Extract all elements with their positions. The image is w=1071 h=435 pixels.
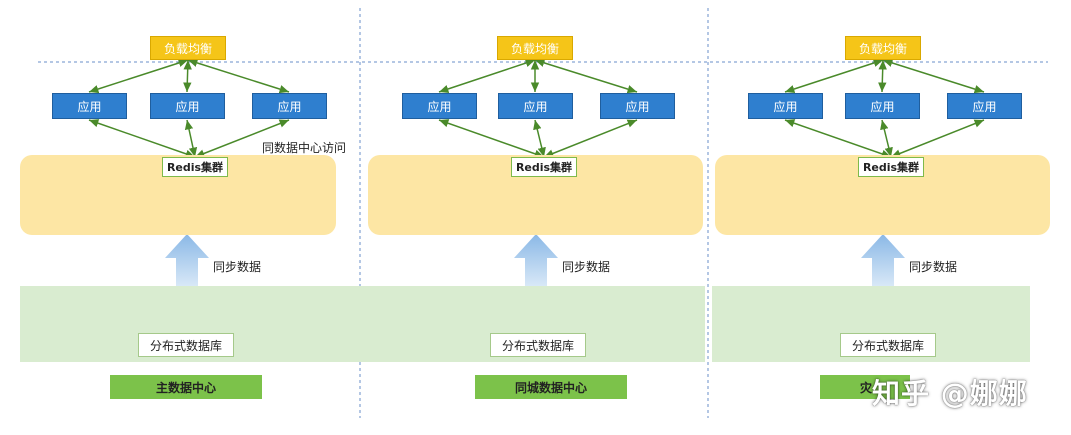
- sync-data-label: 同步数据: [562, 260, 611, 274]
- arrow-lb-to-app-3: [882, 58, 985, 94]
- sync-arrow-icon: [861, 234, 905, 298]
- app-server-box-2: 应用: [498, 93, 573, 119]
- load-balancer-box: 负载均衡: [497, 36, 573, 60]
- arrow-lb-to-app-1: [88, 58, 189, 94]
- arrow-app-to-redis-2: [533, 119, 546, 158]
- datacenter-name-label: 主数据中心: [110, 375, 262, 399]
- app-server-box-2: 应用: [845, 93, 920, 119]
- app-server-box-1: 应用: [52, 93, 127, 119]
- arrow-lb-to-app-2: [183, 59, 192, 93]
- app-server-box-1: 应用: [748, 93, 823, 119]
- distributed-database-label: 分布式数据库: [840, 333, 936, 357]
- arrow-app-to-redis-1: [438, 119, 545, 158]
- app-server-box-3: 应用: [252, 93, 327, 119]
- arrow-app-to-redis-3: [890, 119, 985, 158]
- same-datacenter-access-label: 同数据中心访问: [262, 141, 347, 155]
- app-server-box-2: 应用: [150, 93, 225, 119]
- load-balancer-box: 负载均衡: [845, 36, 921, 60]
- redis-cluster-label: Redis集群: [511, 157, 577, 177]
- arrow-app-to-redis-2: [184, 119, 198, 158]
- arrow-app-to-redis-1: [784, 119, 892, 158]
- app-server-box-3: 应用: [600, 93, 675, 119]
- arrow-lb-to-app-2: [878, 59, 887, 93]
- arrow-app-to-redis-1: [88, 119, 196, 158]
- arrow-lb-to-app-1: [784, 58, 884, 94]
- sync-data-label: 同步数据: [213, 260, 262, 274]
- sync-data-label: 同步数据: [909, 260, 958, 274]
- distributed-database-label: 分布式数据库: [490, 333, 586, 357]
- distributed-database-label: 分布式数据库: [138, 333, 234, 357]
- load-balancer-box: 负载均衡: [150, 36, 226, 60]
- arrow-app-to-redis-3: [194, 119, 290, 158]
- datacenter-name-label: 同城数据中心: [475, 375, 627, 399]
- watermark-text: 知乎 @娜娜: [872, 377, 1028, 410]
- sync-arrow-icon: [165, 234, 209, 298]
- arrow-lb-to-app-3: [187, 58, 290, 94]
- redis-cluster-label: Redis集群: [858, 157, 924, 177]
- arrow-app-to-redis-2: [880, 119, 893, 158]
- arrow-app-to-redis-3: [543, 119, 638, 158]
- app-server-box-1: 应用: [402, 93, 477, 119]
- app-server-box-3: 应用: [947, 93, 1022, 119]
- redis-cluster-label: Redis集群: [162, 157, 228, 177]
- datacenter-name-label: 灾: [820, 375, 910, 399]
- arrow-lb-to-app-3: [534, 58, 638, 94]
- arrow-lb-to-app-1: [438, 59, 536, 93]
- sync-arrow-icon: [514, 234, 558, 298]
